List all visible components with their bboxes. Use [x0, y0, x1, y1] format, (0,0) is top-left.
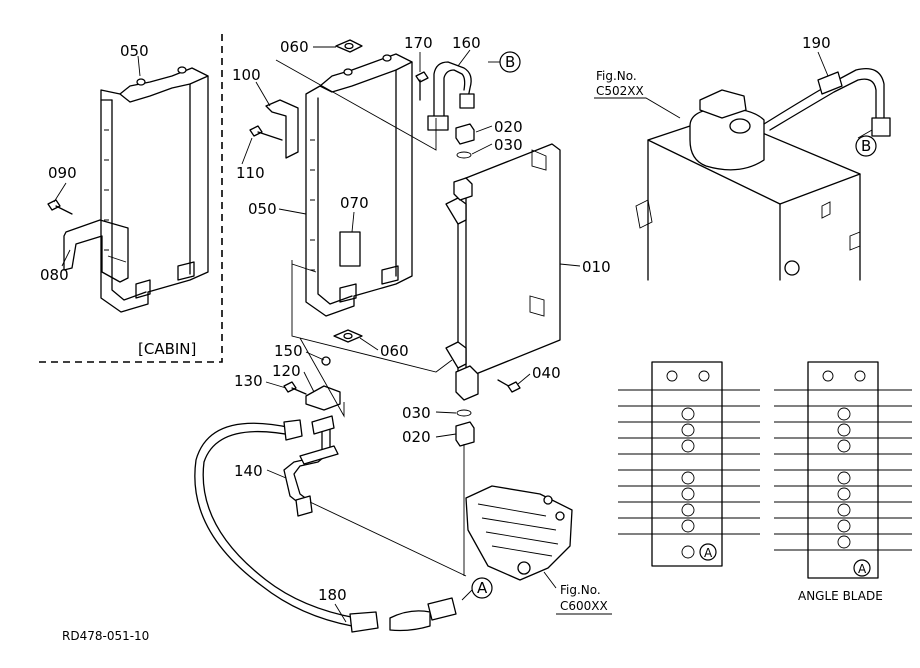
callout-a-circle-2	[699, 543, 717, 561]
label-070: 070	[340, 194, 369, 212]
label-130: 130	[234, 372, 263, 390]
label-cabin: [CABIN]	[138, 340, 196, 358]
clamp-150-120	[305, 356, 341, 411]
fig-c502xx-line1: Fig.No.	[596, 69, 637, 83]
fig-c600xx-line2: C600XX	[560, 599, 608, 613]
callout-a-2: A	[704, 546, 713, 560]
label-040: 040	[532, 364, 561, 382]
label-010: 010	[582, 258, 611, 276]
hose-180	[194, 419, 457, 633]
label-110: 110	[236, 164, 265, 182]
condenser-bracket-frame	[305, 53, 413, 317]
hose-160	[427, 61, 475, 131]
cabin-bracket-frame	[100, 66, 209, 313]
plate-060-top	[335, 39, 363, 53]
callout-b-circle-2	[855, 135, 877, 157]
callout-a-1: A	[477, 579, 488, 597]
angle-blade-caption: ANGLE BLADE	[798, 589, 883, 603]
label-180: 180	[318, 586, 347, 604]
bolt-170	[415, 71, 429, 101]
label-020-top: 020	[494, 118, 523, 136]
bracket-080	[63, 219, 129, 283]
fitting-020-top	[455, 123, 475, 145]
callout-a-3: A	[858, 562, 867, 576]
label-140: 140	[234, 462, 263, 480]
valve-schematic-right	[774, 361, 912, 579]
receiver-tank	[635, 89, 861, 281]
pipe-140	[283, 415, 339, 517]
drawing-number: RD478-051-10	[62, 629, 149, 643]
oring-030-top	[456, 151, 472, 159]
label-160: 160	[452, 34, 481, 52]
fig-c600xx-line1: Fig.No.	[560, 583, 601, 597]
label-060-bottom: 060	[380, 342, 409, 360]
label-190: 190	[802, 34, 831, 52]
label-170: 170	[404, 34, 433, 52]
fig-c502xx-line2: C502XX	[596, 84, 644, 98]
control-valve-assembly	[465, 485, 573, 581]
label-090: 090	[48, 164, 77, 182]
callout-labels: 050 090 080 [CABIN] 060 170 160 B 100 11…	[40, 34, 883, 643]
label-030-top: 030	[494, 136, 523, 154]
reference-lines	[275, 59, 467, 577]
label-060-top: 060	[280, 38, 309, 56]
oring-030-bottom	[456, 409, 472, 417]
label-150: 150	[274, 342, 303, 360]
fitting-020-bottom	[455, 421, 475, 447]
cabin-dashed-boundary	[36, 34, 223, 363]
callout-b-1: B	[505, 53, 515, 71]
condenser-010	[445, 143, 561, 401]
hose-190	[763, 67, 891, 137]
bolt-090	[47, 199, 73, 215]
label-080: 080	[40, 266, 69, 284]
fig-c502xx-leader	[594, 97, 681, 119]
callout-a-circle-1	[471, 577, 493, 599]
callout-b-2: B	[861, 137, 871, 155]
block-070	[339, 231, 361, 267]
bolt-110	[249, 125, 283, 141]
label-120: 120	[272, 362, 301, 380]
label-050-cabin: 050	[120, 42, 149, 60]
valve-schematic-left	[618, 361, 760, 567]
label-100: 100	[232, 66, 261, 84]
bolt-130	[283, 381, 307, 395]
bolt-040	[497, 379, 521, 393]
label-020-bottom: 020	[402, 428, 431, 446]
bracket-100	[265, 99, 299, 159]
callout-b-circle-1	[499, 51, 521, 73]
callout-a-circle-3	[853, 559, 871, 577]
label-050-center: 050	[248, 200, 277, 218]
label-030-bottom: 030	[402, 404, 431, 422]
plate-060-bottom	[333, 329, 363, 343]
